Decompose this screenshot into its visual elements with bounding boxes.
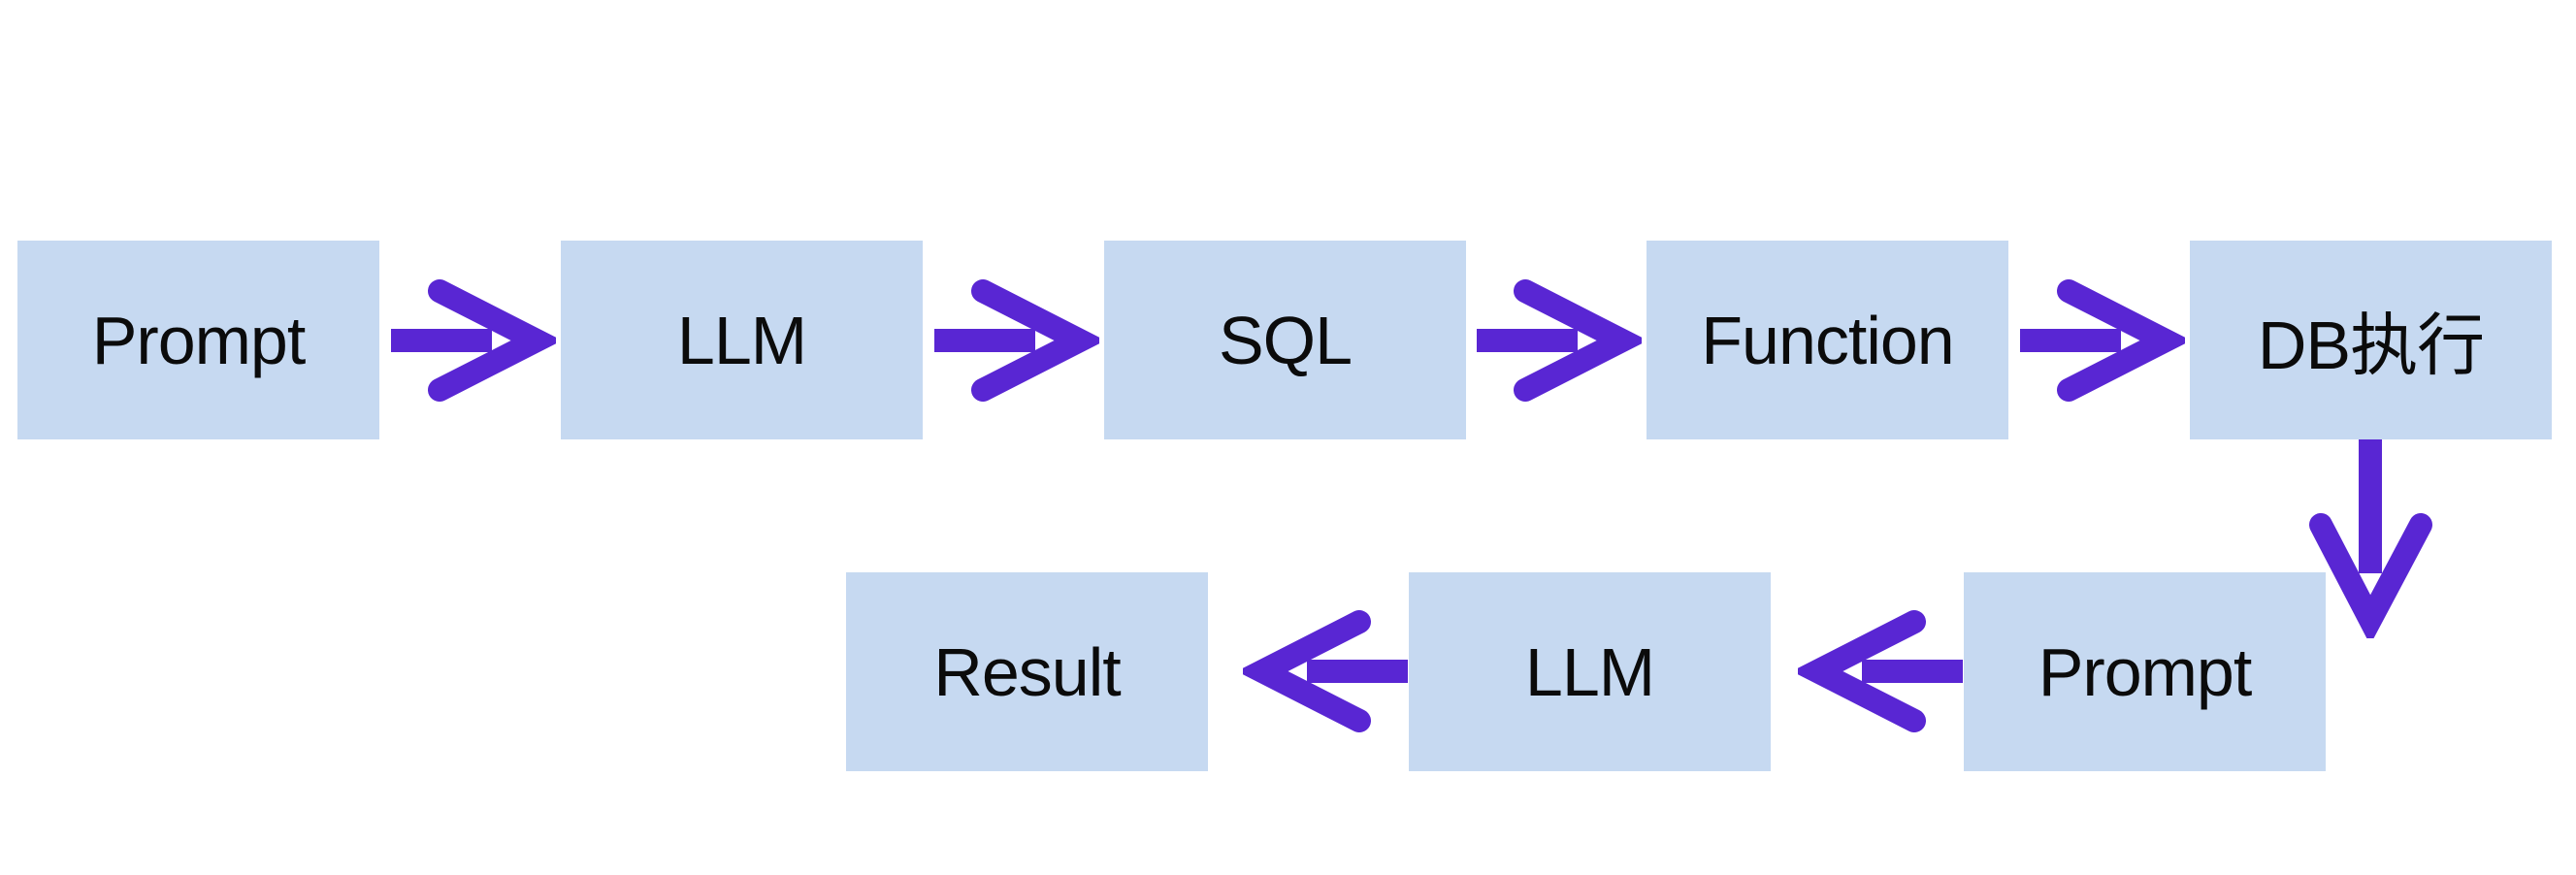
arrow-down-icon xyxy=(2309,439,2432,638)
node-result: Result xyxy=(846,572,1208,771)
arrow-right-icon xyxy=(1477,279,1642,402)
node-db-execute: DB执行 xyxy=(2190,241,2552,439)
node-prompt-2: Prompt xyxy=(1964,572,2326,771)
node-result-label: Result xyxy=(933,633,1121,710)
arrow-left-icon xyxy=(1243,610,1408,732)
arrow-right-icon xyxy=(391,279,556,402)
node-prompt-1-label: Prompt xyxy=(91,302,307,378)
node-function-label: Function xyxy=(1701,302,1954,378)
node-llm-1-label: LLM xyxy=(676,302,807,378)
node-function: Function xyxy=(1647,241,2008,439)
node-prompt-1: Prompt xyxy=(17,241,379,439)
arrow-left-icon xyxy=(1798,610,1963,732)
node-db-execute-label: DB执行 xyxy=(2257,308,2485,383)
node-prompt-2-label: Prompt xyxy=(2038,633,2253,710)
node-llm-2-label: LLM xyxy=(1524,633,1655,710)
arrow-right-icon xyxy=(2020,279,2185,402)
arrow-right-icon xyxy=(934,279,1099,402)
node-llm-2: LLM xyxy=(1409,572,1771,771)
node-llm-1: LLM xyxy=(561,241,923,439)
node-sql-label: SQL xyxy=(1218,302,1353,378)
node-sql: SQL xyxy=(1104,241,1466,439)
